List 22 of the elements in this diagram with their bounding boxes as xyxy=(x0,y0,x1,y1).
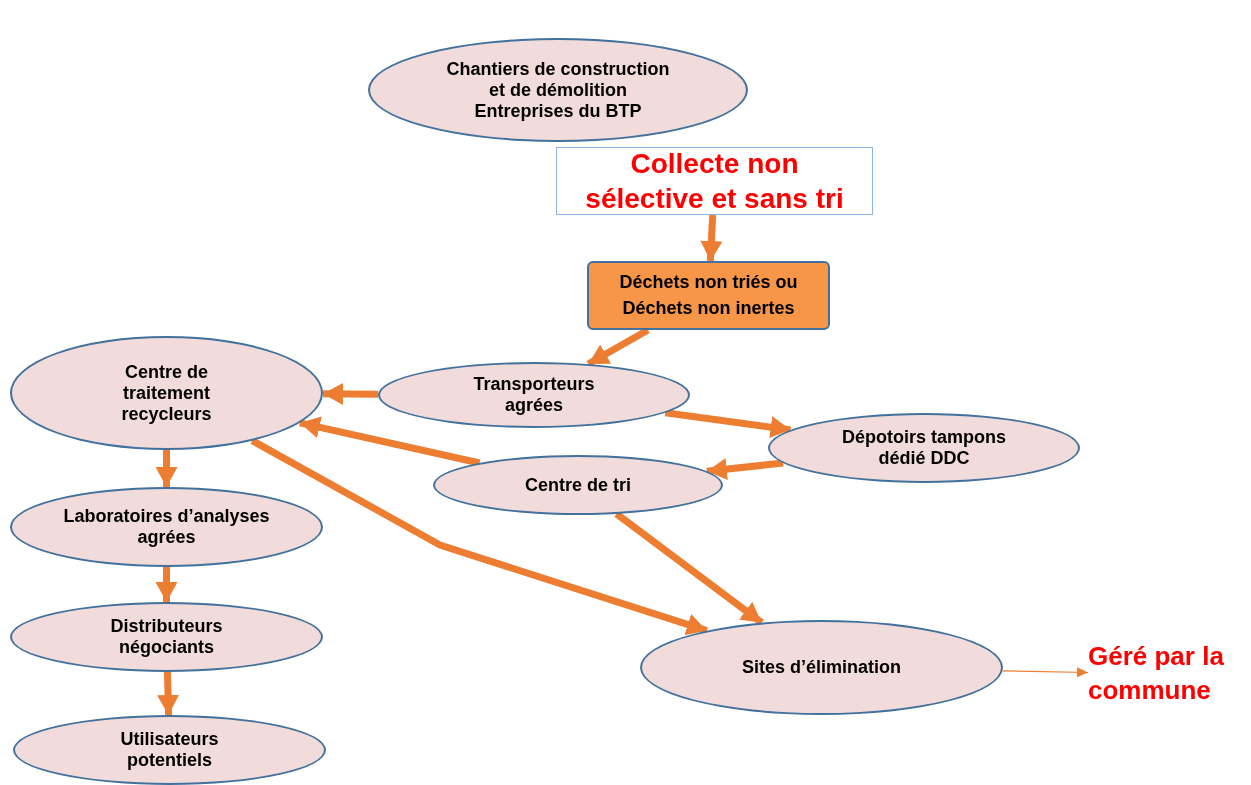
actor-ellipse: Centre de tri xyxy=(433,455,723,515)
arrow xyxy=(250,437,708,636)
actor-ellipse: Distributeurs négociants xyxy=(10,602,323,672)
arrow xyxy=(706,458,784,481)
source-ellipse: Chantiers de construction et de démolition Entreprises du BTP xyxy=(368,38,748,142)
actor-ellipse: Utilisateurs potentiels xyxy=(13,715,326,785)
actor-ellipse: Sites d’élimination xyxy=(640,620,1003,715)
arrow xyxy=(155,450,178,487)
actor-ellipse: Centre de traitement recycleurs xyxy=(10,336,323,450)
arrow xyxy=(700,214,723,262)
actor-ellipse: Laboratoires d’analyses agrées xyxy=(10,487,323,567)
actor-ellipse: Dépotoirs tampons dédié DDC xyxy=(768,413,1080,483)
arrow xyxy=(664,409,792,439)
arrow xyxy=(322,382,379,405)
arrow xyxy=(157,671,180,716)
heading-box: Collecte non sélective et sans tri xyxy=(556,147,873,215)
arrow xyxy=(155,567,178,602)
actor-ellipse: Transporteurs agrées xyxy=(378,362,690,428)
arrow xyxy=(299,416,481,467)
note-text: Géré par la commune xyxy=(1088,638,1250,710)
waste-box: Déchets non triés ou Déchets non inertes xyxy=(587,261,830,330)
arrow xyxy=(1001,667,1089,678)
